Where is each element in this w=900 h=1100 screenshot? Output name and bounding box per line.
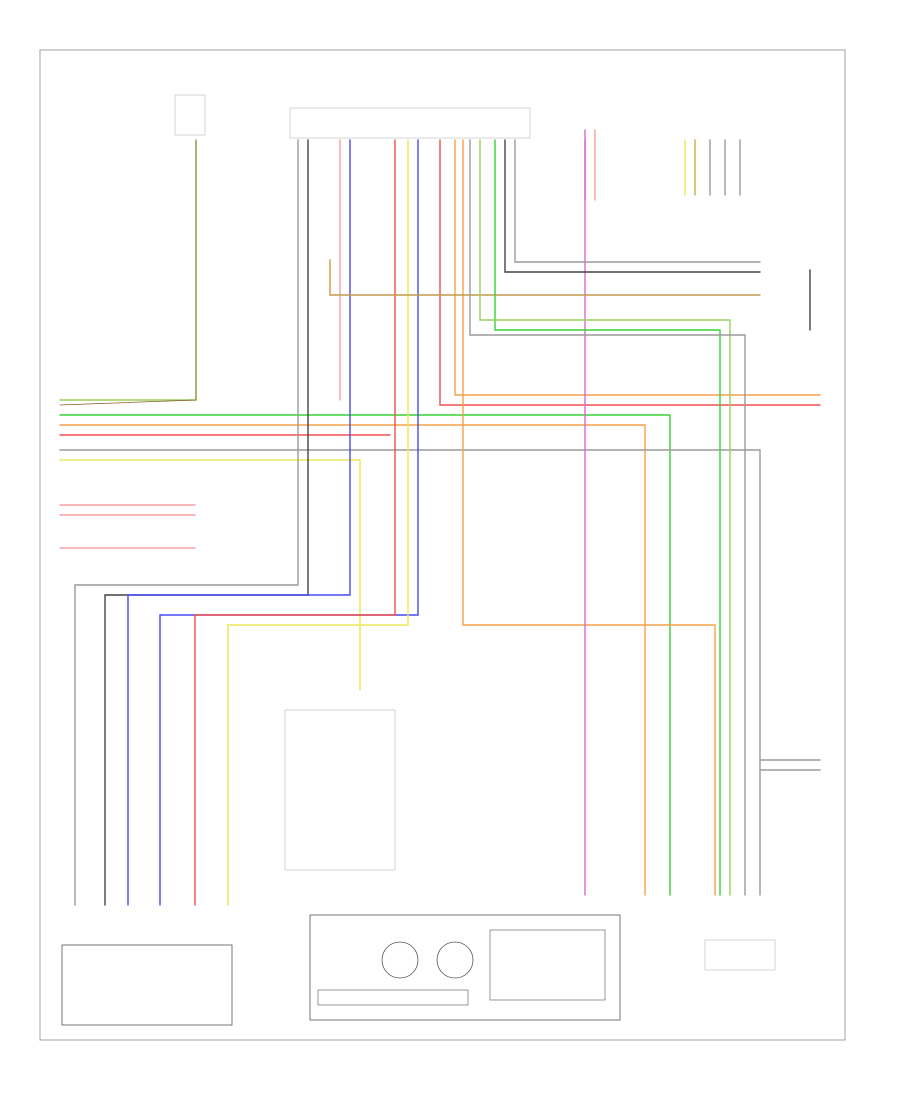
module-right-bottom bbox=[704, 939, 776, 971]
wire-brown-top bbox=[59, 139, 197, 406]
wire-orange-long bbox=[462, 139, 716, 896]
module-center-small bbox=[284, 709, 396, 871]
module-center-bottom bbox=[309, 914, 621, 1021]
wire-group bbox=[59, 94, 821, 906]
wire-orange-bus bbox=[59, 424, 646, 896]
wire-red-right bbox=[439, 139, 821, 406]
wire-red-drop bbox=[194, 139, 396, 906]
wire-gray-right-1 bbox=[514, 139, 761, 263]
wire-brown-right bbox=[329, 259, 761, 296]
wire-green-right-2 bbox=[479, 139, 731, 896]
wire-yellow-drop bbox=[227, 139, 409, 906]
connector-top-left bbox=[174, 94, 206, 136]
wire-orange-right bbox=[454, 139, 821, 396]
wire-green-1 bbox=[59, 139, 197, 401]
diagram-frame bbox=[39, 49, 846, 1041]
gauge-1 bbox=[381, 941, 419, 979]
module-center-inner bbox=[317, 989, 469, 1006]
wire-yellow-bus bbox=[59, 459, 361, 691]
wire-green-right-1 bbox=[494, 139, 721, 896]
module-center-right-inner bbox=[489, 929, 606, 1001]
wire-green-bus bbox=[59, 414, 671, 896]
wire-gray-drop-1 bbox=[74, 139, 299, 906]
wire-blue-drop-1 bbox=[127, 139, 351, 906]
wire-gray-right-3 bbox=[469, 139, 746, 896]
wire-gray-right-2 bbox=[504, 139, 761, 273]
wire-gray-bus bbox=[59, 449, 761, 896]
wire-blue-drop-2 bbox=[159, 139, 419, 906]
wire-dark-drop bbox=[104, 139, 309, 906]
gauge-2 bbox=[436, 941, 474, 979]
connector-top-center bbox=[289, 107, 531, 139]
module-left-bottom bbox=[61, 944, 233, 1026]
